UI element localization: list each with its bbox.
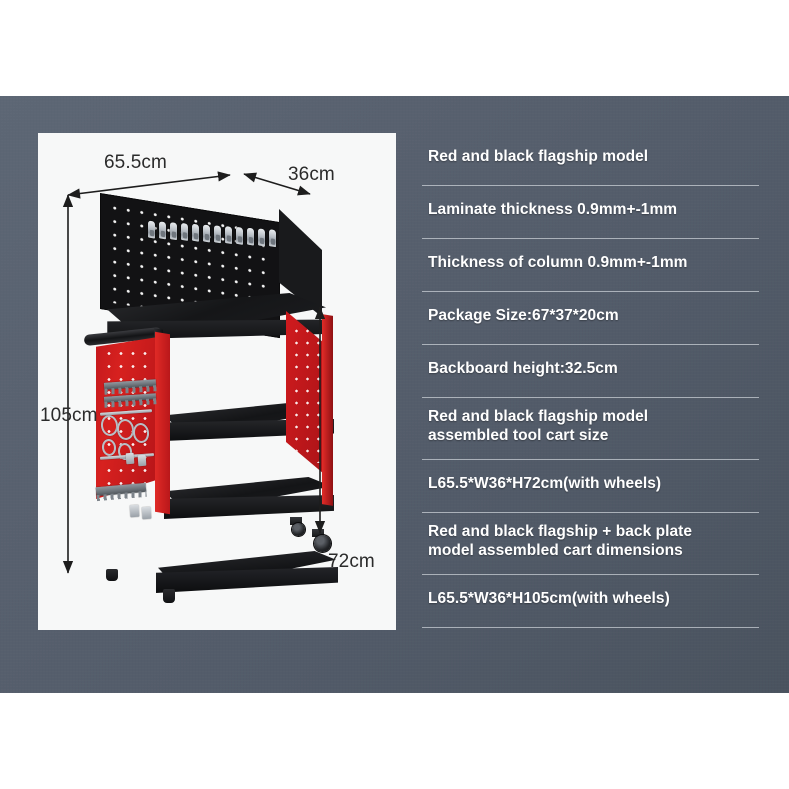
- spec-row: Red and black flagship + back plate mode…: [422, 513, 759, 575]
- pegboard-clip: [192, 223, 199, 242]
- spec-text: Laminate thickness 0.9mm+-1mm: [428, 200, 678, 218]
- hook-clip: [141, 506, 152, 520]
- pegboard-clip: [148, 220, 155, 239]
- spec-text: Thickness of column 0.9mm+-1mm: [428, 253, 688, 271]
- spec-text: Red and black flagship model assembled t…: [428, 407, 649, 444]
- corner-pillar-right: [322, 314, 333, 506]
- spec-row: Backboard height:32.5cm: [422, 345, 759, 398]
- dimension-label-depth: 36cm: [288, 164, 335, 185]
- pegboard-clip: [181, 222, 188, 241]
- spec-row: L65.5*W36*H105cm(with wheels): [422, 575, 759, 628]
- spec-text: L65.5*W36*H72cm(with wheels): [428, 474, 662, 492]
- tool-cart-illustration: [38, 133, 396, 630]
- caster-mount-rear: [290, 517, 302, 525]
- product-photo-panel: 65.5cm 36cm 105cm 72cm: [38, 133, 396, 630]
- caster-wheel-rear: [292, 523, 305, 536]
- spec-text: L65.5*W36*H105cm(with wheels): [428, 589, 670, 607]
- hook-clip: [125, 452, 135, 465]
- dimension-label-width: 65.5cm: [104, 152, 167, 173]
- rack-teeth: [96, 490, 147, 502]
- spec-row: Laminate thickness 0.9mm+-1mm: [422, 186, 759, 239]
- leveling-foot-front: [163, 589, 175, 603]
- pegboard-clip: [247, 227, 254, 246]
- pegboard-clip: [170, 222, 177, 241]
- caster-wheel-right: [314, 535, 331, 552]
- pegboard-clip: [258, 228, 265, 247]
- dimension-label-total-height: 105cm: [40, 405, 98, 426]
- hook-clip: [129, 504, 140, 518]
- pegboard-clip: [203, 224, 210, 243]
- leveling-foot-left: [106, 569, 118, 581]
- pegboard-clip: [236, 226, 243, 245]
- pegboard-clip: [269, 229, 276, 248]
- spec-row: Red and black flagship model: [422, 133, 759, 186]
- spec-row: Thickness of column 0.9mm+-1mm: [422, 239, 759, 292]
- spec-row: Red and black flagship model assembled t…: [422, 398, 759, 460]
- side-panel-right-perforations: [291, 325, 325, 463]
- spec-row: L65.5*W36*H72cm(with wheels): [422, 460, 759, 513]
- hook-clip: [137, 454, 147, 467]
- specification-list: Red and black flagship model Laminate th…: [422, 133, 759, 628]
- pegboard-clip: [214, 225, 221, 244]
- pegboard-clip: [159, 221, 166, 240]
- corner-pillar-front: [155, 331, 170, 515]
- dimension-label-cart-height: 72cm: [328, 551, 375, 572]
- spec-text: Package Size:67*37*20cm: [428, 306, 619, 324]
- spec-text: Backboard height:32.5cm: [428, 359, 618, 377]
- shelf-lower-front: [164, 495, 334, 519]
- spec-row: Package Size:67*37*20cm: [422, 292, 759, 345]
- spec-text: Red and black flagship model: [428, 147, 649, 165]
- pegboard-clip: [225, 225, 232, 245]
- spec-text: Red and black flagship + back plate mode…: [428, 522, 693, 559]
